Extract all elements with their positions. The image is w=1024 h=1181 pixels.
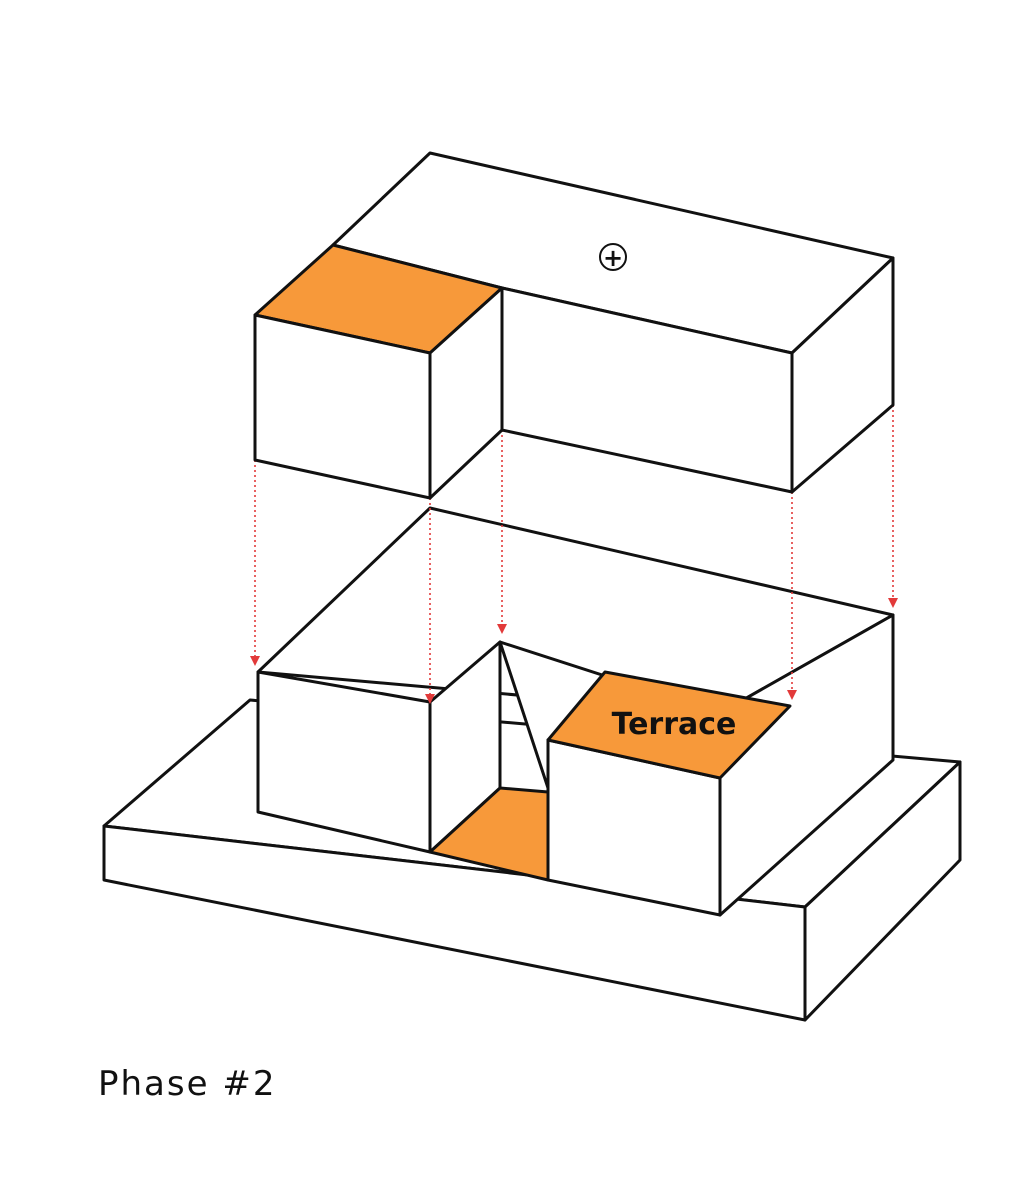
upper-block-side	[790, 256, 895, 494]
plinth-side	[803, 760, 962, 1022]
dashed-down-arrow-icon	[787, 690, 797, 700]
lower-block: Terrace	[256, 506, 895, 917]
alignment-arrows	[250, 405, 898, 704]
dashed-down-arrow-icon	[888, 598, 898, 608]
dashed-down-arrow-icon	[250, 656, 260, 666]
terrace-label: Terrace	[612, 707, 737, 742]
dashed-down-arrow-icon	[497, 624, 507, 634]
terrace-roof	[546, 670, 792, 780]
dashed-down-arrow-icon	[425, 694, 435, 704]
phase-caption: Phase #2	[98, 1064, 277, 1104]
svg-text:+: +	[603, 244, 623, 272]
upper-block: +	[253, 151, 895, 500]
circled-plus-icon: +	[599, 243, 627, 272]
